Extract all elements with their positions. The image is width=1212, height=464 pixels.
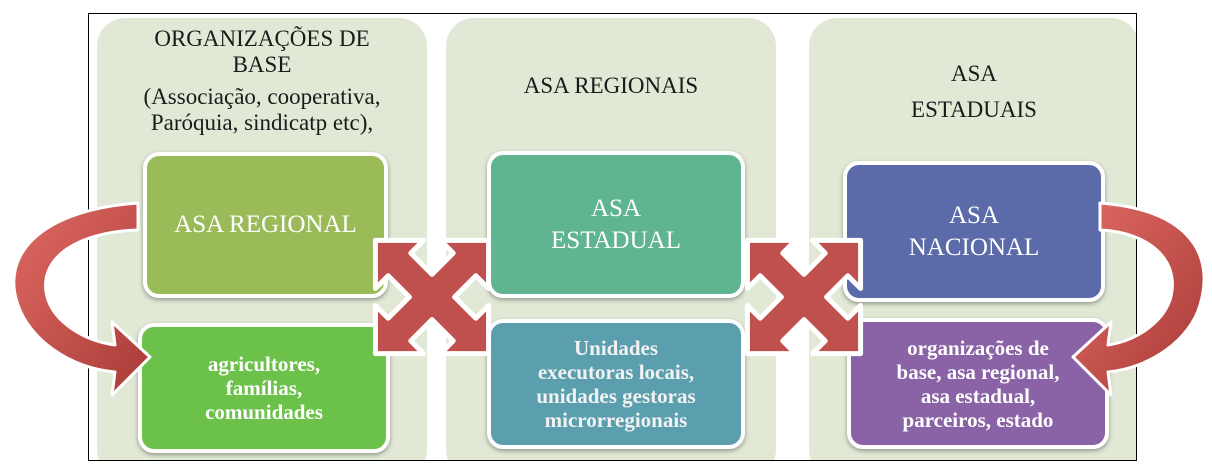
box-asa-nacional: ASA NACIONAL [843, 161, 1105, 302]
box-label: asa estadual, [920, 383, 1036, 408]
box-asa-regional: ASA REGIONAL [143, 152, 388, 298]
box-label: organizações de [907, 335, 1049, 360]
box-label: famílias, [225, 376, 303, 400]
box-label: ESTADUAL [551, 226, 681, 254]
box-label: NACIONAL [908, 233, 1040, 261]
box-label: parceiros, estado [902, 407, 1054, 432]
title-line: ESTADUAIS [911, 97, 1037, 122]
box-label: base, asa regional, [896, 359, 1060, 384]
box-label: unidades gestoras [536, 384, 696, 408]
box-label: microrregionais [544, 408, 688, 432]
title-line: BASE [232, 52, 292, 77]
box-organizacoes: organizações de base, asa regional, asa … [847, 318, 1109, 449]
column-organizacoes-de-base: ORGANIZAÇÕES DE BASE (Associação, cooper… [97, 18, 427, 460]
column-asa-regionais: ASA REGIONAIS ASA ESTADUAL Unidades exec… [446, 18, 776, 460]
box-label: ASA [948, 201, 999, 229]
box-label: comunidades [205, 400, 323, 424]
column-title: ORGANIZAÇÕES DE BASE (Associação, cooper… [97, 26, 427, 136]
box-label: Unidades [573, 336, 659, 360]
box-label: ASA [590, 194, 641, 222]
title-line: (Associação, cooperativa, [143, 84, 381, 109]
column-asa-estaduais: ASA ESTADUAIS ASA NACIONAL organizações … [809, 18, 1136, 460]
title-line: ASA REGIONAIS [523, 73, 699, 98]
box-label: executoras locais, [537, 360, 695, 384]
title-line: ORGANIZAÇÕES DE [154, 26, 370, 51]
box-agricultores: agricultores, famílias, comunidades [138, 323, 390, 453]
box-asa-estadual: ASA ESTADUAL [487, 151, 745, 298]
box-label: ASA REGIONAL [174, 211, 357, 238]
box-label: agricultores, [207, 352, 321, 376]
diagram-frame: ORGANIZAÇÕES DE BASE (Associação, cooper… [88, 13, 1137, 461]
box-unidades: Unidades executoras locais, unidades ges… [487, 319, 745, 449]
title-line: ASA [950, 61, 997, 86]
column-title: ASA REGIONAIS [446, 73, 776, 99]
column-title: ASA ESTADUAIS [809, 56, 1136, 128]
title-line: Paróquia, sindicatp etc), [150, 110, 374, 135]
